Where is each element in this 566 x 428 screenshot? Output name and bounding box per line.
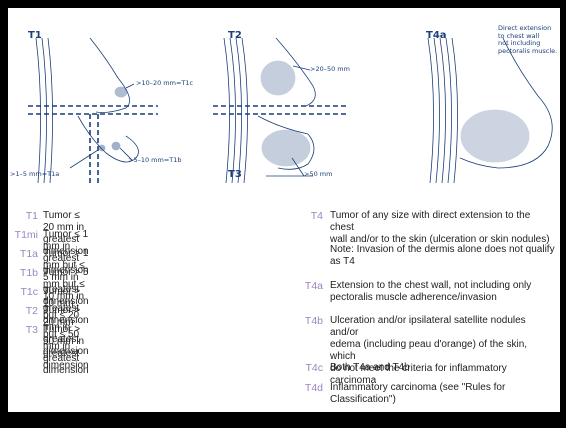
t4a-note: Direct extension to chest wall not inclu… (498, 25, 557, 55)
t2-t3-illustration (213, 38, 348, 183)
legend-code: T4 (290, 210, 323, 222)
legend-text-line: as T4 (330, 256, 555, 268)
legend-code: T4b (290, 315, 323, 327)
t2-annotation: >20–50 mm (310, 65, 350, 73)
t1c-annotation: >10–20 mm=T1c (136, 79, 193, 87)
legend-code: T1 (8, 210, 38, 222)
t2-label: T2 (228, 30, 242, 41)
legend-text-line: pectoralis muscle adherence/invasion (330, 292, 555, 304)
legend-code: T1c (8, 286, 38, 298)
t4a-illustration (428, 38, 552, 183)
legend-code: T2 (8, 305, 38, 317)
t1b-annotation: >5–10 mm=T1b (128, 156, 182, 164)
breast-staging-illustration (8, 8, 560, 193)
legend-text: Tumor > 50 mm in greatest dimension (43, 324, 89, 372)
legend-text-line: Tumor of any size with direct extension … (330, 210, 555, 234)
legend-note: Note: Invasion of the dermis alone does … (330, 244, 555, 268)
legend-text-line: Note: Invasion of the dermis alone does … (330, 244, 555, 256)
legend-text: Extension to the chest wall, not includi… (330, 280, 555, 304)
legend-code: T1a (8, 248, 38, 260)
legend-right: T4 Tumor of any size with direct extensi… (290, 210, 552, 410)
legend-code: T4c (290, 362, 323, 374)
legend-left: T1 Tumor ≤ 20 mm in greatest dimension T… (8, 210, 278, 360)
legend-code: T3 (8, 324, 38, 336)
legend-text: Inflammatory carcinoma (see "Rules for C… (330, 382, 555, 406)
t1-label: T1 (28, 30, 42, 41)
legend-code: T4a (290, 280, 323, 292)
t4a-note-line: pectoralis muscle. (498, 48, 557, 56)
t4a-label: T4a (426, 30, 447, 41)
legend-text-line: Both T4a and T4b (330, 362, 555, 374)
legend-code: T4d (290, 382, 323, 394)
legend-text: Both T4a and T4b (330, 362, 555, 374)
illustration-area: T1 >10–20 mm=T1c >1–5 mm=T1a >5–10 mm=T1… (8, 8, 560, 193)
legend-text: Ulceration and/or ipsilateral satellite … (330, 315, 555, 387)
legend-text-line: Inflammatory carcinoma (see "Rules for (330, 382, 555, 394)
legend-text-line: Extension to the chest wall, not includi… (330, 280, 555, 292)
t1a-annotation: >1–5 mm=T1a (10, 170, 59, 178)
legend-code: T1mi (8, 229, 38, 241)
legend-text-line: Classification") (330, 394, 555, 406)
legend-text: Tumor of any size with direct extension … (330, 210, 555, 246)
t3-label: T3 (228, 169, 242, 180)
legend-text-line: Ulceration and/or ipsilateral satellite … (330, 315, 555, 339)
legend-code: T1b (8, 267, 38, 279)
legend-text-line: edema (including peau d'orange) of the s… (330, 339, 555, 363)
t3-annotation: >50 mm (304, 170, 332, 178)
